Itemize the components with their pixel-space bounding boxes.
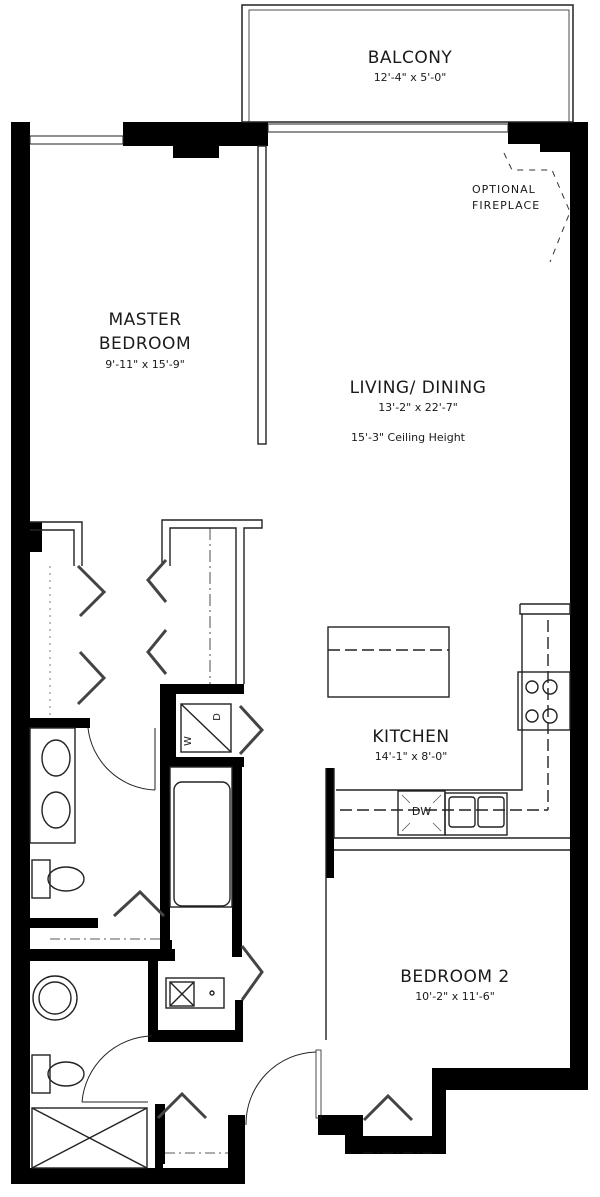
door-swings	[81, 727, 317, 1126]
ceiling-height-note: 15'-3" Ceiling Height	[351, 431, 465, 444]
bedroom-2-label: BEDROOM 2	[400, 967, 510, 987]
master-bedroom-label-line2: BEDROOM	[98, 334, 192, 354]
dishwasher-label: DW	[411, 805, 432, 818]
walls	[11, 122, 588, 1184]
balcony-dimensions: 12'-4" x 5'-0"	[373, 71, 447, 84]
balcony-label: BALCONY	[367, 48, 453, 68]
kitchen-dimensions: 14'-1" x 8'-0"	[374, 750, 448, 763]
master-bedroom-label-line1: MASTER	[108, 310, 182, 330]
fireplace-label-line2: FIREPLACE	[472, 199, 541, 212]
dryer-label: D	[211, 713, 223, 721]
bedroom-2-dimensions: 10'-2" x 11'-6"	[415, 990, 495, 1003]
partitions	[29, 145, 571, 1169]
bifold-doors	[76, 558, 414, 1122]
washer-label: W	[182, 736, 194, 746]
fireplace-outline	[503, 152, 571, 263]
kitchen-label: KITCHEN	[372, 727, 450, 747]
living-dining-label: LIVING/ DINING	[349, 378, 487, 398]
windows	[29, 123, 509, 145]
balcony-outline	[241, 4, 574, 123]
fireplace-label-line1: OPTIONAL	[472, 183, 536, 196]
living-dining-dimensions: 13'-2" x 22'-7"	[378, 401, 458, 414]
master-bedroom-dimensions: 9'-11" x 15'-9"	[105, 358, 185, 371]
dishwasher-marks	[401, 794, 442, 832]
